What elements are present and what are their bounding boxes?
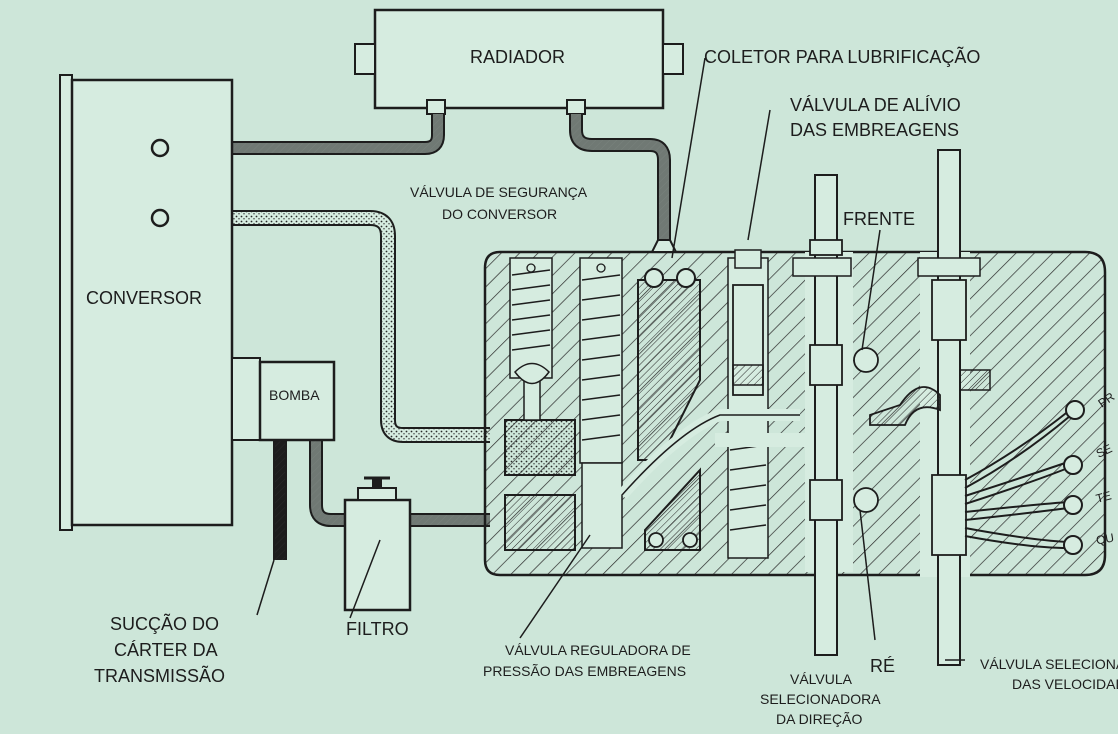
direction-selector-valve <box>792 174 879 656</box>
pump-label: BOMBA <box>269 387 320 403</box>
converter-safety-valve-label-line1: VÁLVULA DE SEGURANÇA <box>410 184 588 200</box>
speed-valve-label-line1: VÁLVULA SELECIONA <box>980 656 1118 672</box>
pressure-regulator-label-line1: VÁLVULA REGULADORA DE <box>505 642 691 658</box>
converter-pressure-pipe <box>160 210 490 443</box>
direction-valve-label-line2: SELECIONADORA <box>760 691 881 707</box>
reverse-label: RÉ <box>870 656 896 676</box>
pressure-regulator-label-line2: PRESSÃO DAS EMBREAGENS <box>483 663 687 679</box>
pump <box>231 357 336 442</box>
valve-body <box>483 239 1107 577</box>
relief-valve-label-line2: DAS EMBREAGENS <box>790 120 960 140</box>
radiator-feed-pipe <box>569 114 671 245</box>
suction-label-line3: TRANSMISSÃO <box>94 666 226 686</box>
pump-filter-pipe <box>309 440 490 527</box>
filter <box>343 476 412 612</box>
suction-label-line1: SUCÇÃO DO <box>110 614 220 634</box>
suction-label-line2: CÁRTER DA <box>114 640 218 660</box>
forward-label: FRENTE <box>843 209 915 229</box>
converter <box>59 74 234 531</box>
converter-label: CONVERSOR <box>86 288 203 308</box>
speed-output-ports <box>1063 400 1085 555</box>
direction-valve-label-line3: DA DIREÇÃO <box>776 711 863 727</box>
radiator-return-pipe <box>160 114 445 155</box>
converter-safety-valve-label-line2: DO CONVERSOR <box>442 206 558 222</box>
speed-output-lines <box>964 409 1071 549</box>
leader-lines <box>256 57 965 661</box>
relief-valve-label-line1: VÁLVULA DE ALÍVIO <box>790 95 961 115</box>
radiator <box>354 8 684 115</box>
lubrication-collector-label: COLETOR PARA LUBRIFICAÇÃO <box>704 47 981 67</box>
direction-valve-label-line1: VÁLVULA <box>790 671 852 687</box>
filter-label: FILTRO <box>346 619 409 639</box>
radiator-label: RADIADOR <box>470 47 566 67</box>
speed-valve-label-line2: DAS VELOCIDADE <box>1012 676 1118 692</box>
speed-selector-valve <box>869 149 991 666</box>
